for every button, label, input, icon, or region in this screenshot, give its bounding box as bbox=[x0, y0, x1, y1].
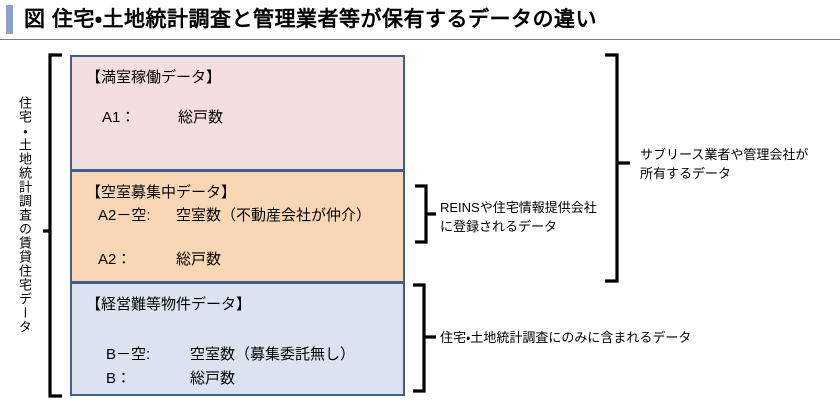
row-key: A1： bbox=[102, 109, 136, 126]
row-key: B： bbox=[106, 370, 132, 387]
reins-brace bbox=[415, 184, 436, 244]
box-heading: 【経営難等物件データ】 bbox=[86, 296, 252, 313]
row-value: 総戸数 bbox=[178, 109, 224, 126]
row-value: 空室数（不動産会社が仲介） bbox=[176, 207, 372, 224]
box-row: A1： 総戸数 bbox=[86, 107, 403, 129]
row-key: A2： bbox=[98, 251, 132, 268]
title-divider bbox=[0, 39, 840, 40]
data-box-full-occupancy: 【満室稼働データ】 A1： 総戸数 bbox=[70, 55, 405, 171]
title-accent-bar bbox=[6, 5, 13, 34]
box-heading: 【空室募集中データ】 bbox=[86, 184, 237, 201]
row-value: 総戸数 bbox=[190, 370, 236, 387]
annotation-reins: REINSや住宅情報提供会社 に登録されるデータ bbox=[440, 200, 597, 234]
annotation-sublease: サブリース業者や管理会社が 所有するデータ bbox=[640, 147, 809, 181]
left-brace bbox=[43, 53, 62, 398]
row-value: 総戸数 bbox=[176, 251, 222, 268]
row-value: 空室数（募集委託無し） bbox=[190, 346, 356, 363]
page-title: 図 住宅・土地統計調査と管理業者等が保有するデータの違い bbox=[24, 8, 597, 31]
box-row: B： 総戸数 bbox=[86, 368, 403, 390]
left-vertical-label: 住宅・土地統計調査の賃貸住宅データ bbox=[17, 96, 32, 334]
data-box-vacancy-recruiting: 【空室募集中データ】 A2－空: 空室数（不動産会社が仲介） A2： 総戸数 bbox=[70, 170, 405, 283]
row-key: A2－空: bbox=[98, 207, 151, 224]
data-box-distressed-property: 【経営難等物件データ】 B－空: 空室数（募集委託無し） B： 総戸数 bbox=[70, 282, 405, 396]
survey-brace bbox=[413, 283, 436, 393]
box-row: A2－空: 空室数（不動産会社が仲介） bbox=[86, 205, 403, 227]
box-heading: 【満室稼働データ】 bbox=[86, 69, 222, 86]
row-key: B－空: bbox=[106, 346, 151, 363]
box-row: A2： 総戸数 bbox=[86, 249, 403, 271]
sublease-brace bbox=[605, 53, 630, 283]
annotation-survey-only: 住宅・土地統計調査にのみに含まれるデータ bbox=[440, 330, 692, 345]
title-bar: 図 住宅・土地統計調査と管理業者等が保有するデータの違い bbox=[0, 0, 840, 39]
box-row: B－空: 空室数（募集委託無し） bbox=[86, 344, 403, 366]
